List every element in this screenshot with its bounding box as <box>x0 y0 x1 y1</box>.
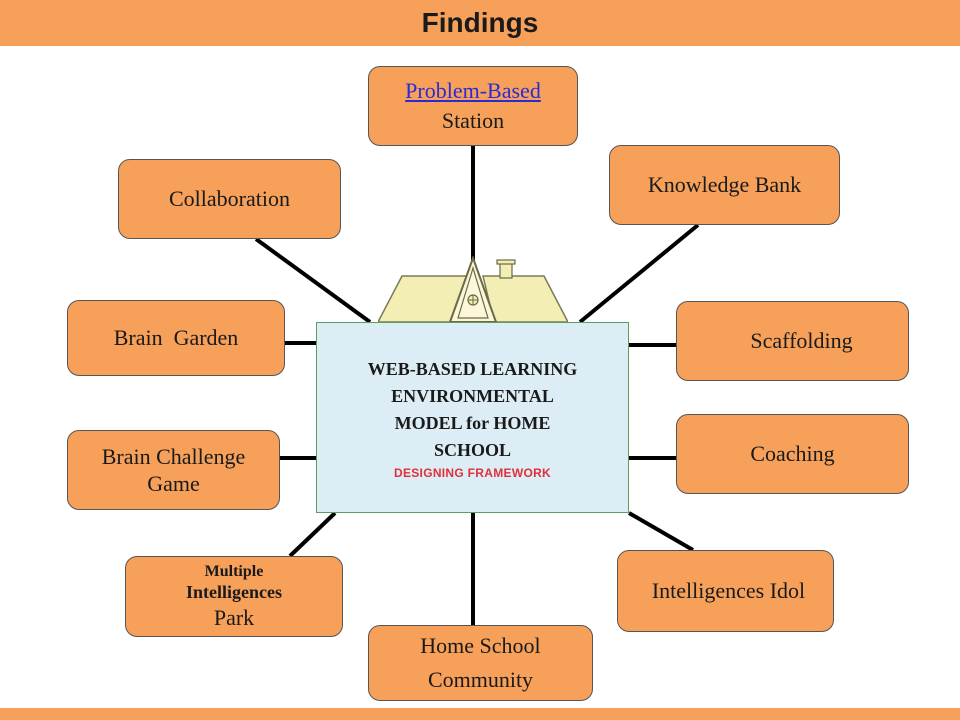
multiple-intelligences-line3: Park <box>213 604 255 630</box>
multiple-intelligences-line1: Multiple <box>204 563 264 581</box>
brain-challenge-line2: Game <box>147 471 200 496</box>
brain-garden-node: Brain Garden <box>67 300 285 376</box>
house-icon <box>378 256 568 323</box>
scaffolding-node: Scaffolding <box>676 301 909 381</box>
center-line-2: ENVIRONMENTAL <box>391 385 554 406</box>
brain-challenge-line1: Brain Challenge <box>101 443 246 469</box>
coaching-label: Coaching <box>750 441 835 467</box>
problem-based-line2: Station <box>441 108 505 133</box>
knowledge-bank-label: Knowledge Bank <box>647 172 802 198</box>
center-line-1: WEB-BASED LEARNING <box>367 358 578 379</box>
brain-garden-label: Brain Garden <box>113 325 239 351</box>
connector-intelligences-idol <box>627 511 695 552</box>
scaffolding-label: Scaffolding <box>750 328 853 354</box>
center-subtitle: DESIGNING FRAMEWORK <box>393 465 552 480</box>
multiple-intelligences-line2: Intelligences <box>186 582 282 603</box>
center-line-4: SCHOOL <box>433 439 512 460</box>
header-bar: Findings <box>0 0 960 46</box>
connector-knowledge-bank <box>578 223 700 324</box>
footer-bar <box>0 708 960 720</box>
brain-challenge-game-node: Brain Challenge Game <box>67 430 280 510</box>
intelligences-idol-node: Intelligences Idol <box>617 550 834 632</box>
connector-collaboration <box>254 237 372 324</box>
center-line-3: MODEL for HOME <box>394 412 551 433</box>
problem-based-link[interactable]: Problem-Based <box>405 78 541 104</box>
knowledge-bank-node: Knowledge Bank <box>609 145 840 225</box>
center-model-box: WEB-BASED LEARNING ENVIRONMENTAL MODEL f… <box>316 322 629 513</box>
home-school-line1: Home School <box>420 632 541 658</box>
home-school-community-node: Home School Community <box>368 625 593 701</box>
connector-multiple-intelligences <box>288 511 337 558</box>
collaboration-label: Collaboration <box>169 186 290 212</box>
problem-based-station-node: Problem-Based Station <box>368 66 578 146</box>
coaching-node: Coaching <box>676 414 909 494</box>
home-school-line2: Community <box>427 667 534 692</box>
multiple-intelligences-park-node: Multiple Intelligences Park <box>125 556 343 637</box>
page-title: Findings <box>421 7 539 38</box>
collaboration-node: Collaboration <box>118 159 341 239</box>
intelligences-idol-label: Intelligences Idol <box>651 578 806 604</box>
